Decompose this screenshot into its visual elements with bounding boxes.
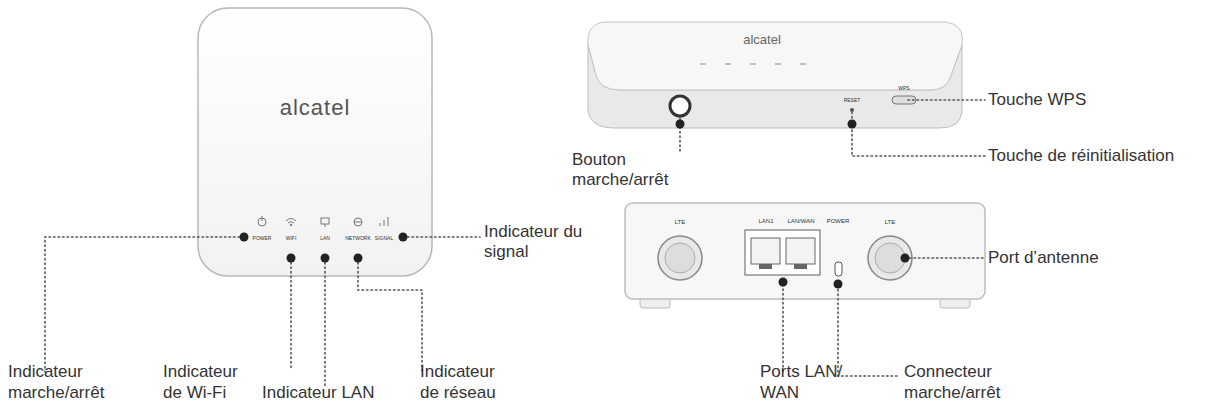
device-marking: WPS xyxy=(898,85,909,91)
callout-label: Touche de réinitialisation xyxy=(988,146,1174,166)
device-marking: LAN/WAN xyxy=(787,218,814,225)
device-marking: LTE xyxy=(675,219,686,226)
leader-dots xyxy=(240,120,910,289)
leader-lines xyxy=(45,100,985,386)
callout-label: Touche WPS xyxy=(988,90,1086,110)
callout-label: Port d’antenne xyxy=(988,248,1099,268)
device-marking: RESET xyxy=(844,97,861,103)
device-marking: LAN1 xyxy=(758,218,773,225)
device-marking: LTE xyxy=(885,219,896,226)
device-marking: NETWORK xyxy=(345,235,371,241)
device-marking: POWER xyxy=(827,218,850,225)
callout-label: Bouton marche/arrêt xyxy=(572,150,680,191)
device-marking: alcatel xyxy=(280,95,351,121)
callout-label: Ports LAN/ WAN xyxy=(760,362,852,403)
perspective-view xyxy=(588,22,963,128)
device-marking: POWER xyxy=(253,235,272,241)
front-view xyxy=(198,8,432,276)
device-marking: LAN xyxy=(320,235,330,241)
callout-label: Indicateur de Wi-Fi xyxy=(163,362,258,403)
callout-label: Indicateur du signal xyxy=(484,222,594,263)
callout-label: Indicateur de réseau xyxy=(420,362,515,403)
callout-label: Indicateur marche/arrêt xyxy=(8,362,118,403)
device-marking: WIFI xyxy=(286,235,297,241)
back-view xyxy=(625,203,985,308)
callout-label: Connecteur marche/arrêt xyxy=(904,362,1016,403)
device-marking: SIGNAL xyxy=(375,235,393,241)
device-marking: alcatel xyxy=(743,32,781,48)
callout-label: Indicateur LAN xyxy=(262,383,374,403)
